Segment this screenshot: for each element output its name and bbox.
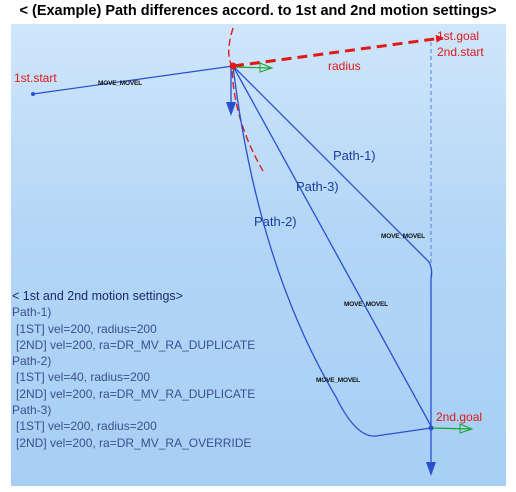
via-green-arrowhead-icon	[259, 62, 274, 73]
settings-line: Path-1)	[12, 305, 52, 320]
settings-line: [1ST] vel=200, radius=200	[16, 321, 157, 336]
label-move-movel-path3: MOVE_MOVEL	[344, 301, 388, 308]
first-motion-line	[32, 65, 234, 95]
motion-settings-block: < 1st and 2nd motion settings> Path-1) […	[12, 288, 255, 451]
label-move-movel-first: MOVE_MOVEL	[98, 80, 142, 87]
label-path-2: Path-2)	[254, 214, 297, 229]
settings-line: [1ST] vel=200, radius=200	[16, 419, 157, 434]
label-2nd-start: 2nd.start	[437, 45, 484, 59]
page-title: < (Example) Path differences accord. to …	[19, 3, 497, 19]
via-green-axis	[232, 66, 271, 69]
label-path-3: Path-3)	[296, 179, 339, 194]
goal-green-axis	[430, 427, 471, 430]
start-point-marker	[31, 92, 35, 96]
label-move-movel-path1: MOVE_MOVEL	[381, 233, 425, 240]
goal-green-arrowhead-icon	[459, 423, 474, 434]
diagram-panel: 1st.start 1st.goal 2nd.start radius 2nd.…	[11, 24, 506, 486]
settings-line: [2ND] vel=200, ra=DR_MV_RA_DUPLICATE	[16, 386, 256, 401]
radius-arrow	[233, 34, 444, 68]
label-2nd-goal: 2nd.goal	[436, 410, 483, 424]
goal-point-marker	[428, 425, 434, 431]
label-move-movel-path2: MOVE_MOVEL	[316, 377, 360, 384]
radius-arc	[228, 27, 264, 172]
goal-blue-arrowhead-icon	[426, 462, 436, 476]
settings-line: [1ST] vel=40, radius=200	[16, 370, 151, 385]
label-path-1: Path-1)	[333, 148, 376, 163]
settings-heading: < 1st and 2nd motion settings>	[12, 289, 183, 303]
label-radius: radius	[328, 59, 361, 73]
path-2-line	[232, 65, 432, 437]
path-3-line	[232, 65, 432, 427]
settings-line: Path-2)	[12, 354, 52, 369]
via-point-marker	[229, 62, 237, 70]
settings-line: Path-3)	[12, 403, 52, 418]
path-diagram	[31, 27, 474, 476]
via-blue-arrowhead-icon	[226, 102, 236, 116]
label-1st-start: 1st.start	[14, 71, 57, 85]
settings-line: [2ND] vel=200, ra=DR_MV_RA_DUPLICATE	[16, 337, 256, 352]
settings-line: [2ND] vel=200, ra=DR_MV_RA_OVERRIDE	[16, 435, 252, 450]
label-1st-goal: 1st.goal	[437, 29, 480, 43]
path-1-line	[232, 65, 433, 428]
